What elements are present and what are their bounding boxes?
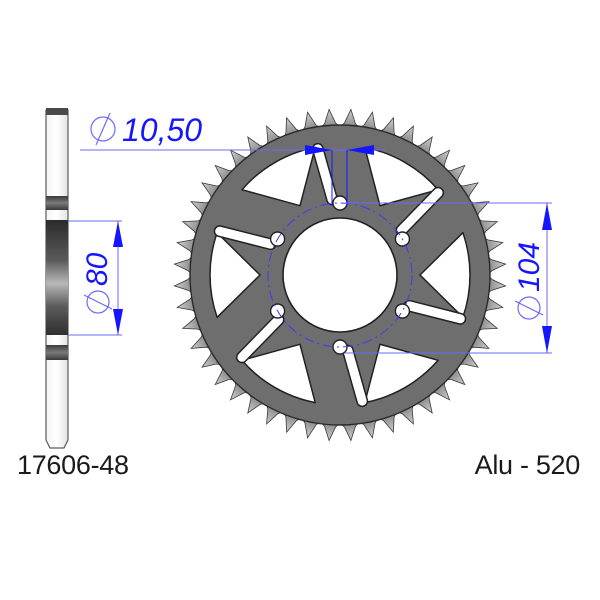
center-bore-diameter-value: 80 — [81, 252, 114, 286]
sprocket-face — [173, 108, 507, 442]
side-profile-band-lower — [46, 345, 68, 360]
arrow-up-icon — [113, 221, 123, 247]
diameter-symbol-icon — [83, 290, 113, 314]
side-profile-hub — [46, 220, 68, 335]
center-bore — [282, 217, 398, 333]
arrow-right-icon — [347, 145, 374, 155]
slot-cutout — [313, 144, 337, 204]
side-profile-view — [45, 108, 69, 449]
arrow-left-icon — [305, 145, 332, 155]
material-pitch-label: Alu - 520 — [474, 450, 581, 480]
arrow-down-icon — [113, 309, 123, 335]
slot-cutout — [397, 188, 443, 235]
slot-cutout — [237, 315, 283, 362]
arrow-down-icon — [542, 326, 552, 353]
sprocket-cutouts — [209, 142, 471, 408]
diameter-symbol-icon — [514, 296, 544, 320]
dimension-center-bore: 80 — [68, 220, 123, 336]
slot-cutout — [404, 301, 465, 324]
bolt-circle-line — [267, 202, 413, 348]
dimension-bolt-circle: 104 — [345, 202, 552, 354]
bolt-circle-diameter-value: 104 — [513, 242, 546, 292]
dimension-bolt-hole: 10,50 — [80, 112, 385, 205]
slot-cutout — [343, 346, 367, 406]
slot-cutout — [215, 226, 276, 249]
arrow-up-icon — [542, 203, 552, 230]
bolt-hole — [394, 303, 411, 319]
bolt-hole — [394, 231, 411, 247]
side-profile-band-upper — [46, 196, 68, 210]
diameter-symbol-icon — [90, 112, 116, 146]
bolt-hole-diameter-value: 10,50 — [122, 112, 202, 148]
part-number-label: 17606-48 — [17, 450, 129, 480]
side-profile-top-cap — [46, 108, 68, 115]
